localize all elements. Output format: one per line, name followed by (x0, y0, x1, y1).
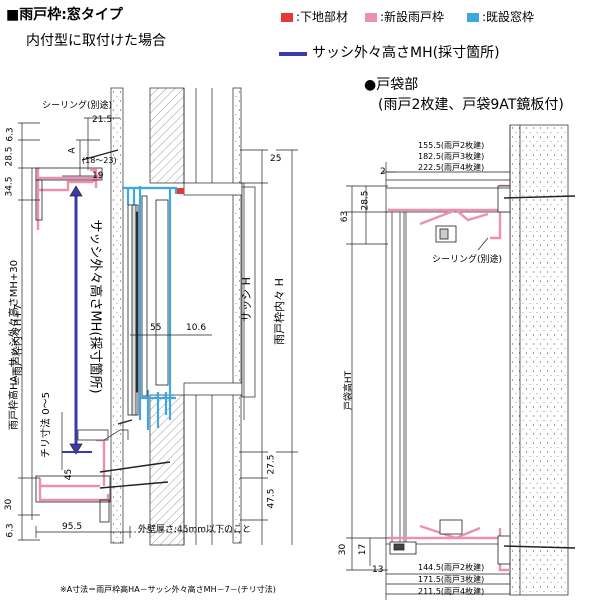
top-dim-3-shutters: 182.5(雨戸3枚建) (418, 152, 485, 161)
dim-475: 47.5 (266, 488, 277, 509)
pocket-sealing-label: シーリング(別途) (432, 255, 503, 265)
top-dim-4-shutters: 222.5(雨戸4枚建) (418, 163, 485, 172)
dim-17-right: 17 (358, 543, 369, 556)
dim-63-right: 63 (340, 210, 351, 223)
sash-h-label: サッシ H (239, 277, 253, 322)
pocket-subtitle: (雨戸2枚建、戸袋9AT鏡板付) (378, 97, 564, 113)
page-subtitle: 内付型に取付けた場合 (26, 33, 166, 49)
legend-swatch-new-frame (365, 13, 377, 22)
legend-label-base: :下地部材 (296, 10, 349, 24)
dim-215: 21.5 (92, 115, 113, 125)
top-base-member (183, 182, 243, 196)
frame-inner-h-label: 雨戸枠内々 H (272, 278, 286, 345)
dim-63-top: 6.3 (5, 127, 16, 142)
dim-275: 27.5 (266, 454, 277, 475)
sealing-label: シーリング(別途) (42, 101, 113, 111)
bottom-base-member (183, 382, 243, 396)
legend-label-mh: サッシ外々高さMH(採寸箇所) (312, 45, 500, 61)
dim-a-label: A (67, 147, 78, 154)
dim-345: 34.5 (4, 176, 15, 197)
wall-insulation-top (149, 87, 185, 184)
bottom-dim-2-shutters: 144.5(雨戸2枚建) (418, 563, 485, 572)
pocket-title: ●戸袋部 (364, 77, 419, 93)
legend-label-existing-frame: :既設窓枠 (482, 10, 535, 24)
top-dim-2-shutters: 155.5(雨戸2枚建) (418, 141, 485, 150)
dim-range-label: (18～23) (82, 156, 117, 165)
bottom-dim-3-shutters: 171.5(雨戸3枚建) (418, 575, 485, 584)
left-section (18, 87, 298, 546)
wall-outer-board (110, 87, 124, 544)
right-section (346, 124, 576, 600)
dim-19: 19 (92, 171, 104, 181)
wall-insulation-bottom (149, 394, 185, 546)
legend-swatch-base (281, 13, 293, 22)
dim-30-left: 30 (4, 498, 15, 511)
page-title: ■雨戸枠:窓タイプ (6, 7, 123, 23)
bottom-dim-4-shutters: 211.5(雨戸4枚建) (418, 587, 485, 596)
pocket-height-label: 戸袋高HT (344, 370, 355, 411)
dim-285-right: 28.5 (360, 190, 371, 211)
chiri-label: チリ寸法 0～5 (40, 392, 52, 458)
dim-13-right: 13 (372, 565, 384, 575)
legend-swatch-existing-frame (467, 13, 479, 22)
dim-955: 95.5 (62, 522, 83, 532)
frame-inner-label: ＝雨戸枠内々H+7 (13, 303, 25, 387)
footnote: ※A寸法＝雨戸枠高HA－サッシ外々高さMH－7－(チリ寸法) (60, 585, 276, 594)
wall-inner-board (232, 87, 242, 544)
dim-63-bottom: 6.3 (5, 523, 16, 538)
shutter-pocket-body (385, 211, 511, 545)
dim-55: 55 (150, 323, 162, 333)
dim-2-right: 2 (380, 167, 386, 177)
dim-45: 45 (64, 468, 75, 481)
legend-label-new-frame: :新設雨戸枠 (380, 10, 445, 24)
dim-285: 28.5 (4, 146, 15, 167)
existing-window-frame (122, 186, 178, 430)
wall-note: 外壁厚さ:45mm以下のこと (138, 525, 252, 535)
dim-30-right: 30 (338, 543, 349, 556)
dim-25: 25 (270, 154, 282, 164)
sash-mh-label: サッシ外々高さMH(採寸箇所) (87, 219, 103, 394)
dim-106: 10.6 (186, 323, 207, 333)
legend-swatch-mh (279, 52, 307, 56)
pocket-wall (509, 124, 569, 596)
